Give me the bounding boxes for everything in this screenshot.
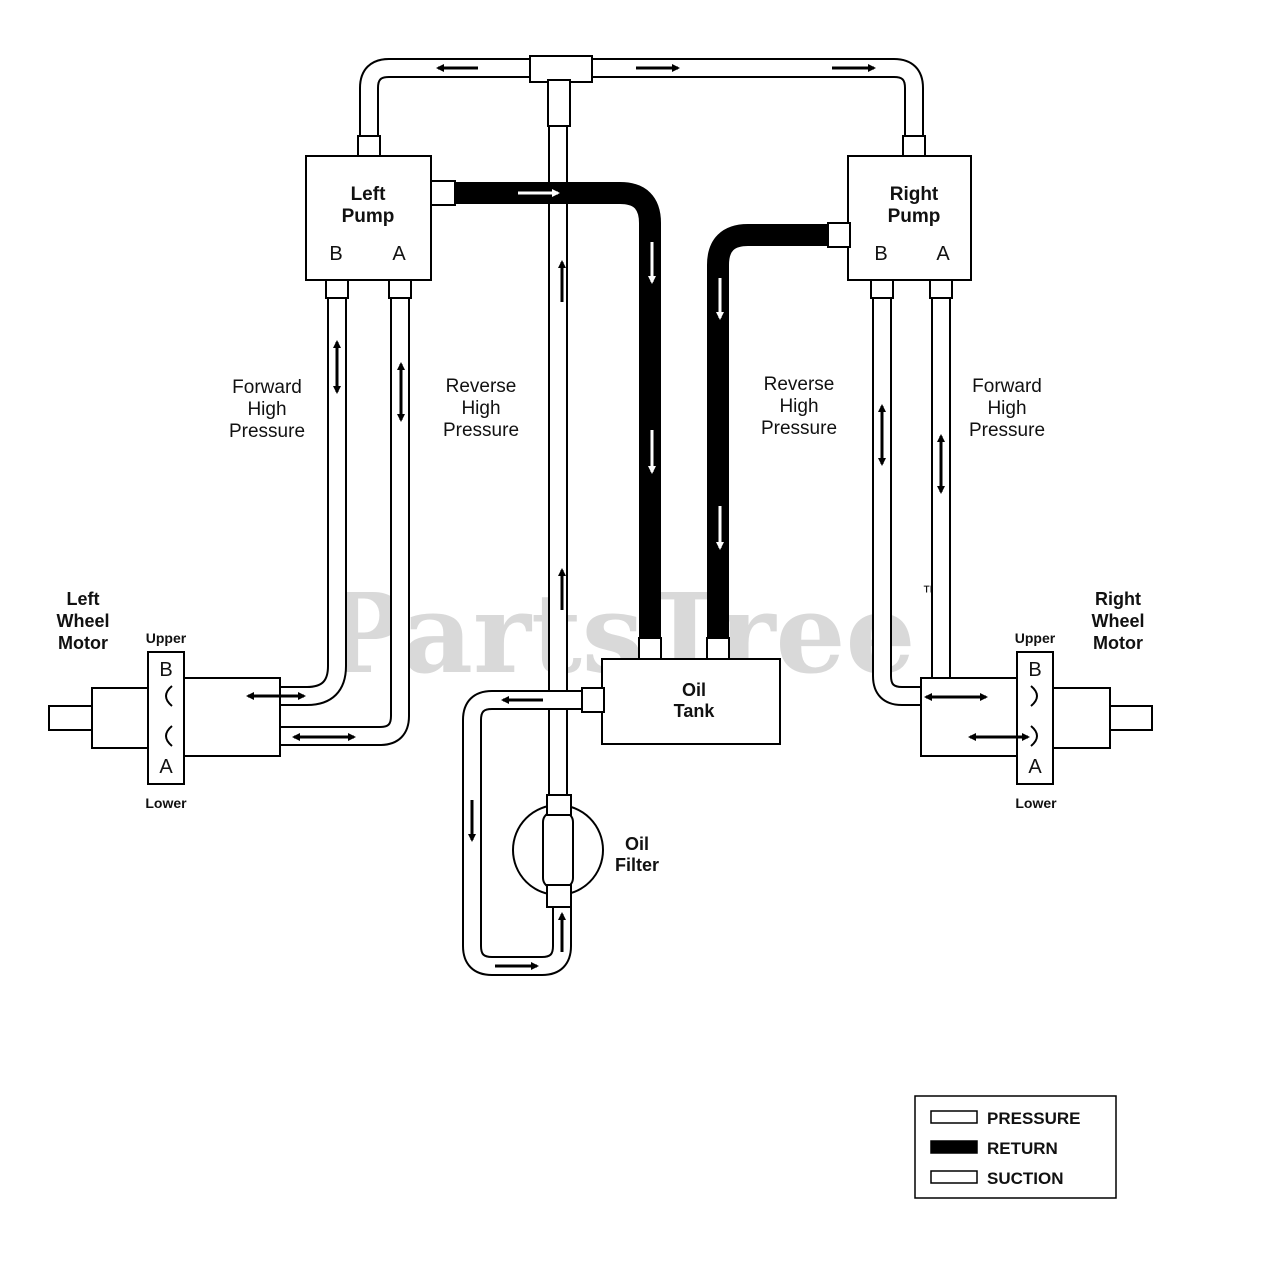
left-motor-label-1: Left [67,589,100,609]
oil-tank: Oil Tank [581,637,781,745]
oil-tank-label-1: Oil [682,680,706,700]
right-pump-label-2: Pump [888,206,941,227]
right-motor-port-a: A [1028,756,1042,778]
left-reverse-label: Reverse High Pressure [443,376,519,441]
left-motor-upper: Upper [146,630,187,646]
right-motor-lower: Lower [1015,795,1057,811]
svg-text:High: High [779,396,818,417]
left-motor-label-3: Motor [58,633,108,653]
right-motor-label-3: Motor [1093,633,1143,653]
svg-text:Reverse: Reverse [764,374,835,395]
oil-tank-label-2: Tank [674,701,716,721]
left-motor-port-b: B [159,659,172,681]
right-wheel-motor: B A Upper Lower Right Wheel Motor [920,589,1153,811]
legend: PRESSURE RETURN SUCTION [914,1095,1117,1199]
svg-text:Forward: Forward [972,376,1042,397]
svg-text:Pressure: Pressure [761,418,837,439]
left-pump-port-a: A [392,243,406,265]
oil-filter-label-1: Oil [625,834,649,854]
oil-filter-label-2: Filter [615,855,659,875]
svg-text:Pressure: Pressure [443,420,519,441]
right-pump-port-a: A [936,243,950,265]
right-motor-port-b: B [1028,659,1041,681]
right-pump: Right Pump B A [827,135,972,299]
oil-filter: Oil Filter [512,794,659,908]
legend-suction-swatch [930,1170,978,1184]
left-motor-lower: Lower [145,795,187,811]
svg-text:Pressure: Pressure [229,421,305,442]
return-flow-arrows [518,189,724,550]
svg-text:High: High [987,398,1026,419]
flow-arrows [246,64,1030,970]
left-pump-label-2: Pump [342,206,395,227]
legend-suction: SUCTION [987,1169,1064,1188]
tee-fitting [529,55,593,83]
svg-text:Reverse: Reverse [446,376,517,397]
svg-text:Forward: Forward [232,377,302,398]
left-motor-port-a: A [159,756,173,778]
left-motor-label-2: Wheel [56,611,109,631]
right-motor-label-1: Right [1095,589,1141,609]
legend-return: RETURN [987,1139,1058,1158]
legend-pressure: PRESSURE [987,1109,1081,1128]
right-pump-label-1: Right [890,184,939,205]
svg-text:Pressure: Pressure [969,420,1045,441]
right-motor-label-2: Wheel [1091,611,1144,631]
return-lines [455,182,830,640]
left-forward-label: Forward High Pressure [229,377,305,442]
legend-pressure-swatch [930,1110,978,1124]
left-pump: Left Pump B A [305,135,456,299]
right-reverse-label: Reverse High Pressure [761,374,837,439]
left-pump-port-b: B [329,243,342,265]
right-pump-port-b: B [874,243,887,265]
svg-text:High: High [247,399,286,420]
svg-text:High: High [461,398,500,419]
right-motor-upper: Upper [1015,630,1056,646]
left-wheel-motor: B A Upper Lower Left Wheel Motor [48,589,281,811]
right-forward-label: Forward High Pressure [969,376,1045,441]
legend-return-swatch [930,1140,978,1154]
left-pump-label-1: Left [351,184,387,205]
